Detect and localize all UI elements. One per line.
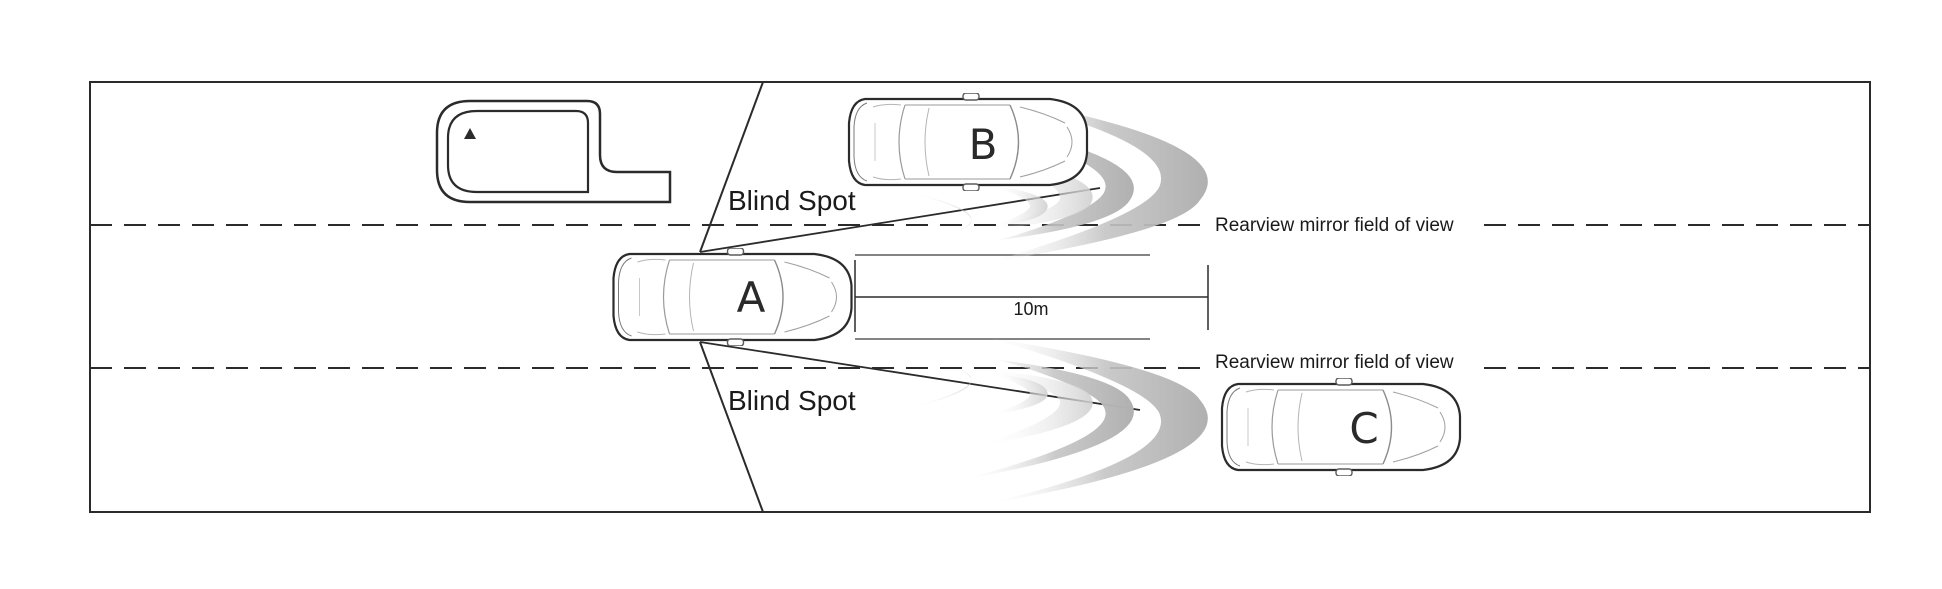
sensor-waves-top [900, 95, 1208, 262]
blind-spot-label-top: Blind Spot [728, 185, 856, 216]
distance-indicator [854, 260, 1209, 332]
distance-label: 10m [1013, 299, 1048, 319]
car-a-label: A [737, 273, 766, 322]
car-a [612, 248, 853, 346]
car-c-label: C [1349, 404, 1378, 453]
blind-spot-boundary-top [699, 81, 764, 253]
car-c [1220, 378, 1462, 476]
blind-spot-boundary-bottom [699, 341, 764, 513]
blind-spot-label-bottom: Blind Spot [728, 385, 856, 416]
mirror-fov-label-top: Rearview mirror field of view [1215, 215, 1454, 236]
mirror-fov-label-bottom: Rearview mirror field of view [1215, 352, 1454, 373]
sensor-waves-bottom [900, 338, 1208, 505]
car-b-label: B [969, 120, 998, 169]
side-mirror-icon [435, 99, 672, 204]
